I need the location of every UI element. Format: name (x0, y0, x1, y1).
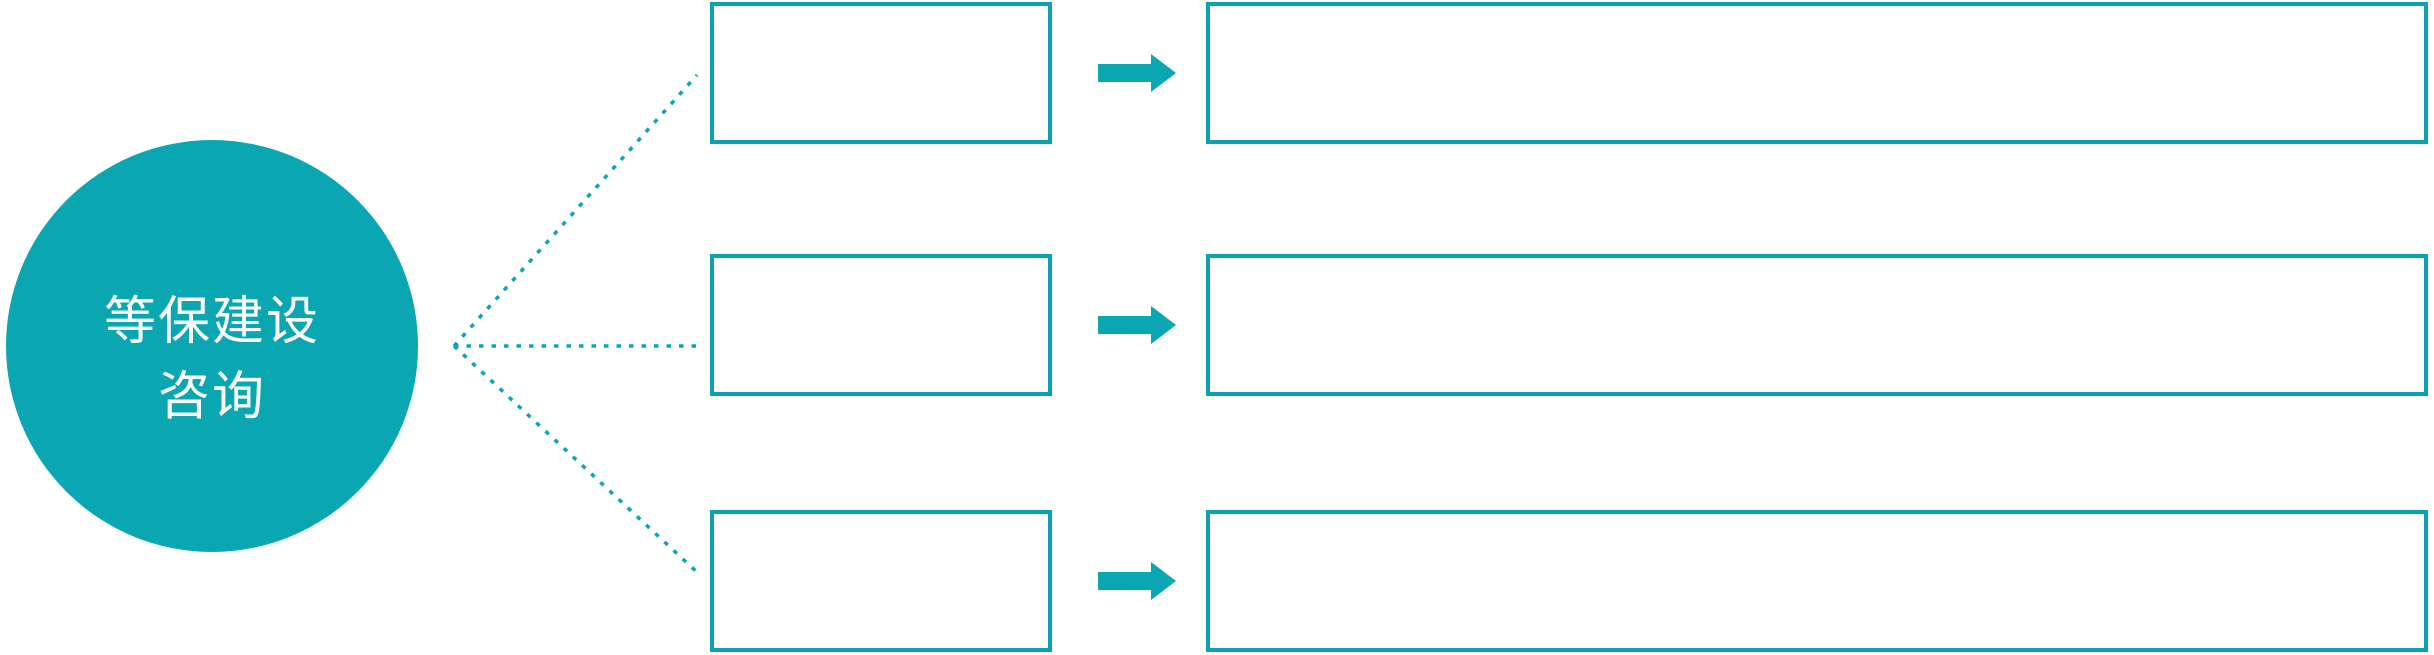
topic-circle-label-line-2: 咨询 (157, 368, 266, 426)
category-box (710, 2, 1052, 144)
category-box (710, 254, 1052, 396)
topic-circle: 等保建设 咨询 (6, 140, 418, 552)
right-arrow-icon (1098, 562, 1176, 600)
branch-row-1 (0, 2, 2434, 144)
topic-circle-label-line-1: 等保建设 (103, 293, 320, 351)
branch-row-3 (0, 510, 2434, 652)
description-box (1206, 510, 2428, 652)
description-box (1206, 2, 2428, 144)
right-arrow-icon (1098, 306, 1176, 344)
description-box (1206, 254, 2428, 396)
branch-row-2 (0, 254, 2434, 396)
right-arrow-icon (1098, 54, 1176, 92)
category-box (710, 510, 1052, 652)
